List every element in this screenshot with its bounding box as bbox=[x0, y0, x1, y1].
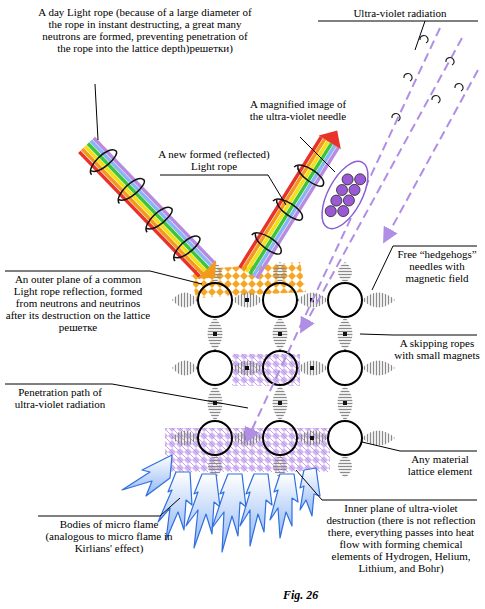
light-rope bbox=[82, 149, 204, 275]
small-magnet bbox=[343, 401, 347, 405]
lattice-node bbox=[198, 351, 232, 385]
uv-ray bbox=[247, 28, 440, 440]
lattice-spring bbox=[362, 293, 395, 308]
reflected-light-rope bbox=[250, 229, 285, 257]
leader-line bbox=[318, 21, 478, 22]
uv-spiral bbox=[446, 58, 454, 65]
small-magnet bbox=[343, 332, 347, 336]
leader-line bbox=[360, 334, 477, 335]
uv-spiral bbox=[392, 114, 400, 121]
light-rope bbox=[142, 203, 175, 235]
uv-spiral bbox=[404, 74, 412, 81]
micro-flame bbox=[186, 474, 220, 548]
callout-label: Inner plane of ultra-violet destruction … bbox=[322, 502, 480, 574]
callout-label: Ultra-violet radiation bbox=[322, 7, 478, 19]
lattice-spring bbox=[273, 317, 288, 351]
callout-label: Bodies of micro flame (analogous to micr… bbox=[38, 518, 180, 554]
callout-label: A day Light rope (because of a large dia… bbox=[36, 6, 254, 54]
micro-flame bbox=[122, 455, 172, 496]
small-magnet bbox=[278, 401, 282, 405]
lattice-node bbox=[328, 421, 362, 455]
leader-line bbox=[38, 498, 180, 516]
micro-flame bbox=[158, 472, 192, 540]
callout-label: Free “hedgehogs” needles with magnetic f… bbox=[393, 248, 481, 284]
uv-needle-magnified bbox=[353, 172, 368, 187]
uv-spiral bbox=[455, 84, 463, 91]
uv-spiral bbox=[392, 36, 463, 121]
destruction-plane bbox=[165, 428, 330, 472]
uv-ray bbox=[247, 28, 478, 440]
lattice-spring bbox=[338, 455, 352, 478]
lattice-node bbox=[198, 283, 362, 455]
light-rope bbox=[86, 146, 202, 264]
reflected-light-rope bbox=[234, 121, 352, 281]
micro-flame bbox=[300, 468, 320, 516]
uv-spiral bbox=[432, 96, 440, 103]
lattice-node bbox=[198, 421, 232, 455]
leader-line bbox=[362, 442, 477, 451]
lattice-node bbox=[263, 351, 297, 385]
callout-label: Any material lattice element bbox=[398, 453, 482, 477]
lattice-spring bbox=[208, 317, 223, 351]
small-magnet bbox=[310, 366, 314, 370]
lattice-spring bbox=[297, 431, 328, 446]
lattice-spring bbox=[172, 361, 198, 376]
uv-needle-magnified bbox=[323, 167, 367, 224]
micro-flame bbox=[212, 474, 246, 552]
callout-label: A new formed (reflected) Light rope bbox=[154, 148, 274, 172]
reflected-light-rope bbox=[253, 145, 335, 276]
lattice-node bbox=[328, 351, 362, 385]
lattice-spring bbox=[338, 385, 353, 421]
leader-line bbox=[160, 175, 286, 205]
leader-line bbox=[5, 21, 478, 516]
leader-line bbox=[415, 21, 425, 50]
callout-label: A skipping ropes with small magnets bbox=[393, 337, 481, 361]
lattice-spring bbox=[232, 361, 263, 376]
light-rope bbox=[85, 146, 207, 272]
small-magnet bbox=[213, 332, 217, 336]
small-magnet bbox=[213, 298, 347, 440]
lattice-spring bbox=[172, 293, 198, 308]
light-rope bbox=[86, 146, 119, 178]
callout-label: Penetration path of ultra-violet radiati… bbox=[6, 386, 114, 410]
leader-line bbox=[95, 84, 98, 140]
lattice-spring bbox=[338, 317, 353, 351]
lattice-spring bbox=[362, 361, 395, 376]
reflected-light-rope bbox=[257, 148, 339, 279]
callout-label: A magnified image of the ultra-violet ne… bbox=[246, 98, 350, 122]
small-magnet bbox=[245, 298, 249, 302]
light-rope bbox=[197, 260, 224, 287]
lattice-spring bbox=[172, 431, 198, 446]
uv-spiral bbox=[420, 36, 428, 43]
figure-caption: Fig. 26 bbox=[283, 588, 318, 603]
small-magnet bbox=[245, 366, 249, 370]
lattice-spring bbox=[338, 262, 352, 283]
lattice-spring bbox=[172, 293, 395, 446]
lattice-node bbox=[263, 421, 297, 455]
lattice-spring bbox=[297, 361, 328, 376]
reflected-light-rope bbox=[250, 143, 332, 274]
micro-flame bbox=[240, 474, 272, 546]
lattice-node bbox=[263, 283, 297, 317]
reflected-light-rope bbox=[319, 124, 348, 150]
lattice-node bbox=[328, 283, 362, 317]
lattice-spring bbox=[273, 385, 288, 421]
light-rope bbox=[114, 174, 147, 206]
destruction-plane bbox=[165, 354, 330, 472]
uv-ray bbox=[302, 38, 462, 330]
leader-line bbox=[300, 137, 335, 172]
reflected-light-rope bbox=[292, 161, 327, 189]
lattice-spring bbox=[273, 262, 287, 283]
lattice-spring bbox=[232, 293, 263, 308]
callout-label: An outer plane of a common Light rope re… bbox=[5, 273, 151, 333]
micro-flame bbox=[270, 474, 298, 538]
small-magnet bbox=[310, 436, 314, 440]
light-rope bbox=[170, 232, 203, 264]
reflected-light-rope bbox=[271, 195, 306, 223]
reflected-light-rope bbox=[246, 141, 328, 272]
uv-ray bbox=[385, 70, 478, 240]
lattice-node bbox=[198, 283, 232, 317]
small-magnet bbox=[278, 332, 282, 336]
